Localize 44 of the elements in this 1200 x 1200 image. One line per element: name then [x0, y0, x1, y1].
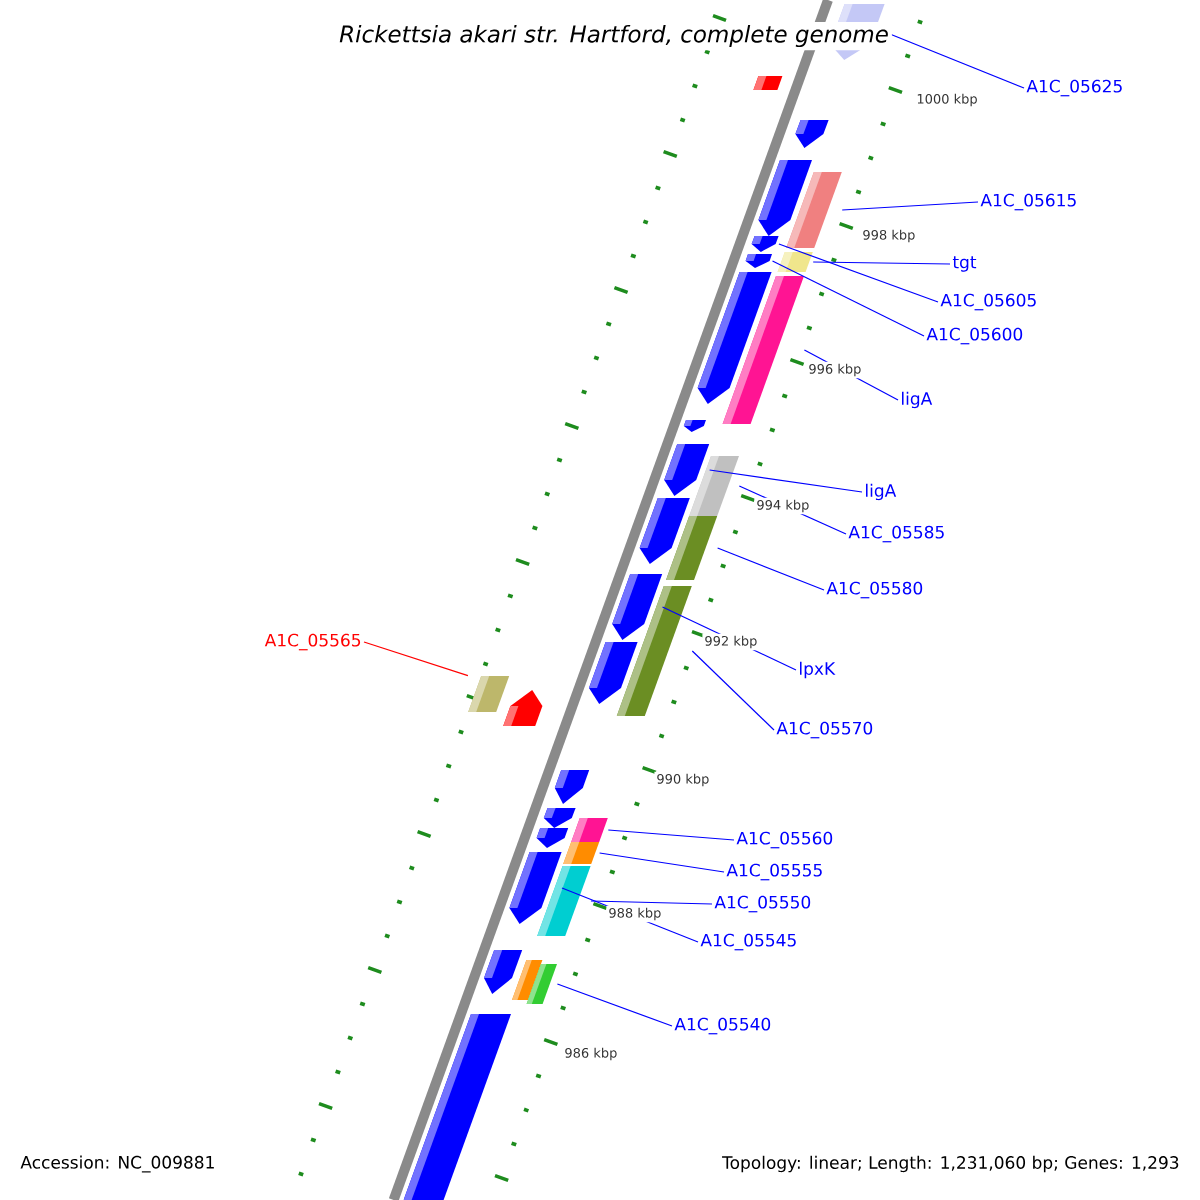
leader-line: [771, 260, 925, 337]
leader-line: [363, 641, 469, 677]
gene-label: A1C_05565: [264, 633, 361, 651]
leader-line: [841, 201, 979, 211]
gene-feature: [563, 842, 600, 864]
gene-label: A1C_05540: [674, 1017, 771, 1035]
gene-label: lpxK: [800, 661, 836, 679]
leader-line: [599, 852, 725, 873]
gene-feature: [786, 172, 842, 248]
leader-line: [556, 983, 673, 1027]
gene-label: A1C_05600: [926, 327, 1023, 345]
leader-line: [607, 829, 735, 841]
gene-feature: [509, 852, 562, 924]
gene-feature: [666, 516, 718, 580]
gene-feature: [751, 236, 779, 252]
gene-label: A1C_05605: [940, 293, 1036, 311]
leader-line: [717, 547, 825, 591]
leader-line: [709, 469, 863, 493]
gene-feature: [745, 254, 772, 268]
leader-line: [691, 650, 775, 731]
gene-label: A1C_05560: [736, 831, 833, 849]
gene-feature: [468, 676, 510, 712]
gene-label: A1C_05570: [776, 721, 873, 739]
gene-label: A1C_05555: [726, 863, 822, 881]
gene-feature: [571, 818, 608, 842]
footer-text: Accession: NC_009881: [18, 1153, 218, 1175]
gene-label: ligA: [902, 391, 933, 409]
leader-line: [590, 900, 713, 905]
gene-feature: [616, 586, 692, 716]
gene-feature: [777, 252, 813, 272]
gene-label: A1C_05585: [848, 525, 944, 543]
gene-label: A1C_05615: [980, 193, 1076, 211]
gene-label: A1C_05625: [1026, 79, 1122, 97]
gene-label: ligA: [866, 483, 897, 501]
gene-label: A1C_05545: [700, 933, 796, 951]
leader-line: [778, 243, 939, 303]
footer-text: Topology: linear; Length: 1,231,060 bp; Genes: 1,293: [720, 1153, 1182, 1175]
gene-feature: [526, 964, 557, 1004]
gene-label: tgt: [952, 256, 977, 272]
leader-line: [812, 261, 951, 265]
gene-feature: [689, 456, 739, 516]
gene-label: A1C_05550: [714, 895, 811, 913]
gene-feature: [722, 276, 804, 424]
gene-label: A1C_05580: [826, 581, 923, 599]
